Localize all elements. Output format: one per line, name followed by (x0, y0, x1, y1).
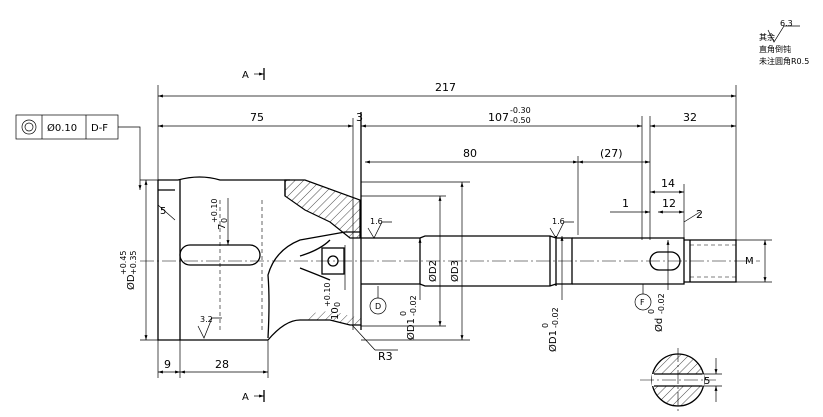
dim-27: (27) (600, 147, 623, 160)
dimension-chain-second: 75 3 107 -0.30 -0.50 32 (158, 106, 736, 330)
dim-7-sup: +0.10 (210, 198, 219, 223)
dim-107: 107 (488, 111, 509, 124)
dim-phi-d2: ØD2 (427, 260, 439, 282)
dim-5-section: 5 (704, 376, 710, 387)
dimension-overall: 2 1 7 (157, 81, 737, 242)
dim-1: 1 (622, 197, 629, 210)
section-view-a: 5 (640, 348, 722, 412)
dim-32: 32 (683, 111, 697, 124)
dim-phi-d-upper: +0.45 (119, 250, 128, 275)
dim-10: 10 (330, 307, 341, 320)
svg-text:1.6: 1.6 (552, 217, 565, 226)
dimension-phi-d2-d3: ØD2 ØD3 (361, 181, 470, 341)
dim-phi-d1-b: ØD1 (547, 330, 559, 352)
dim-107-lower: -0.50 (510, 116, 531, 125)
dimension-right-small: 14 1 12 2 (610, 177, 703, 240)
dim-r3: R3 (378, 350, 393, 363)
dim-75: 75 (250, 111, 264, 124)
tolerance-value: Ø0.10 (47, 122, 77, 134)
concentricity-symbol (21, 119, 37, 135)
tolerance-datum: D-F (91, 123, 108, 134)
surface-finish-a: 3.2 (197, 315, 222, 339)
svg-text:3.2: 3.2 (200, 315, 213, 324)
dimension-10: 10 +0.10 0 (323, 245, 346, 320)
dim-phi-d1-a-lower: -0.02 (409, 295, 418, 316)
dim-phi-d-small-lower: -0.02 (657, 293, 666, 314)
section-marker-top: A (242, 68, 265, 81)
dimension-phi-d-small: Ød 0 -0.02 (647, 240, 670, 332)
dim-m: M (745, 256, 754, 267)
dimension-bottom: 9 28 (157, 340, 269, 378)
surface-finish-c: 1.6 (549, 217, 574, 239)
dim-phi-d1-a: ØD1 (405, 318, 417, 340)
dim-7: 7 (217, 224, 228, 230)
roughness-note-value: 6.3 (780, 19, 793, 28)
dim-phi-d-small-upper: 0 (647, 309, 656, 314)
notes-block: 6.3 其余 直角倒钝 未注圆角R0.5 (759, 19, 809, 66)
datum-f: F (634, 284, 652, 311)
roughness-note-symbol (767, 25, 800, 43)
dim-9: 9 (164, 358, 171, 371)
section-label-bottom: A (242, 392, 249, 403)
dim-2: 2 (696, 208, 703, 221)
dim-phi-d1-b-upper: 0 (541, 323, 550, 328)
part-outline (157, 176, 361, 341)
dim-217: 217 (435, 81, 456, 94)
dim-phi-d: ØD (125, 274, 137, 290)
dim-phi-d1-b-lower: -0.02 (551, 307, 560, 328)
dim-80: 80 (463, 147, 477, 160)
dim-phi-d1-a-upper: 0 (399, 311, 408, 316)
dimension-phi-d: ØD +0.45 +0.35 5 (119, 179, 176, 341)
dimension-7: 7 +0.10 0 (210, 198, 230, 245)
note-line-3: 未注圆角R0.5 (759, 56, 809, 66)
dim-14: 14 (661, 177, 675, 190)
dim-3: 3 (356, 111, 363, 124)
dim-5-left: 5 (160, 206, 166, 217)
tolerance-frame: Ø0.10 D-F (15, 114, 142, 190)
section-marker-bottom: A (242, 390, 265, 403)
dimension-phi-d1-b: ØD1 0 -0.02 (541, 236, 564, 352)
dim-phi-d3: ØD3 (449, 260, 461, 282)
dim-12: 12 (662, 197, 676, 210)
svg-text:F: F (640, 298, 645, 307)
surface-finish-b: 1.6 (367, 217, 392, 239)
note-line-2: 直角倒钝 (759, 44, 791, 54)
svg-text:1.6: 1.6 (370, 217, 383, 226)
note-line-1: 其余 (759, 32, 775, 42)
section-label-top: A (242, 70, 249, 81)
dimension-thread-m: M (736, 239, 772, 283)
svg-text:D: D (375, 302, 381, 311)
dim-10-sub: 0 (333, 302, 342, 307)
dim-10-sup: +0.10 (323, 282, 332, 307)
dim-phi-d-small: Ød (653, 318, 665, 332)
dimension-chain-third: 80 (27) (365, 147, 650, 235)
dimension-phi-d1-a: ØD1 0 -0.02 (399, 238, 422, 340)
dim-7-sub: 0 (220, 218, 229, 223)
radius-r3: R3 (351, 324, 398, 363)
datum-d: D (369, 286, 387, 315)
dim-phi-d-lower: +0.35 (129, 250, 138, 275)
dim-28: 28 (215, 358, 229, 371)
dim-107-upper: -0.30 (510, 106, 531, 115)
